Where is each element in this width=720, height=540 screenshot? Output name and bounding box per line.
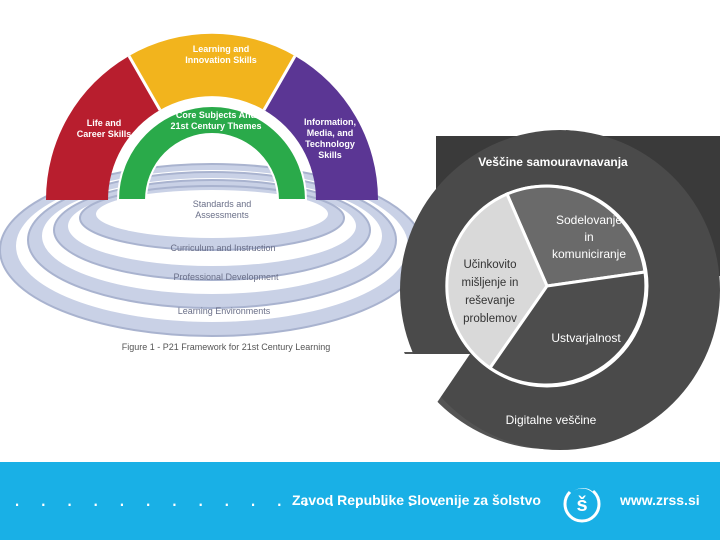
- arch-red-segment: [45, 56, 160, 200]
- pie-ustvarjalnost: [487, 270, 648, 387]
- label-professional: Professional Development: [173, 272, 279, 282]
- figure-caption: Figure 1 - P21 Framework for 21st Centur…: [122, 342, 331, 352]
- arch-divider-left: [127, 55, 162, 111]
- arch-green-core: [116, 105, 308, 201]
- arch-yellow-segment: [129, 33, 295, 110]
- pie-sodelovanje: [505, 184, 647, 288]
- label-ustvarjalnost: Ustvarjalnost: [551, 331, 621, 345]
- website-link[interactable]: www.zrss.si: [620, 492, 700, 508]
- label-digitalne: Digitalne veščine: [506, 413, 597, 427]
- label-samouravnavanje: Veščine samouravnavanja: [478, 155, 628, 169]
- ring-1-inner: [96, 190, 328, 238]
- skills-arrow-notch: [400, 354, 470, 404]
- organization-name: Zavod Republike Slovenije za šolstvo: [292, 492, 541, 508]
- arch-divider-right: [262, 55, 297, 111]
- svg-text:š: š: [576, 494, 587, 516]
- arch-purple-segment: [264, 56, 379, 200]
- label-environments: Learning Environments: [178, 306, 271, 316]
- zrss-logo-icon[interactable]: š: [560, 482, 604, 526]
- footer-dots: . . . . . . . . . . . . . . . . .: [14, 486, 447, 511]
- pie-ucinkovito: [445, 192, 549, 371]
- label-curriculum: Curriculum and Instruction: [170, 243, 275, 253]
